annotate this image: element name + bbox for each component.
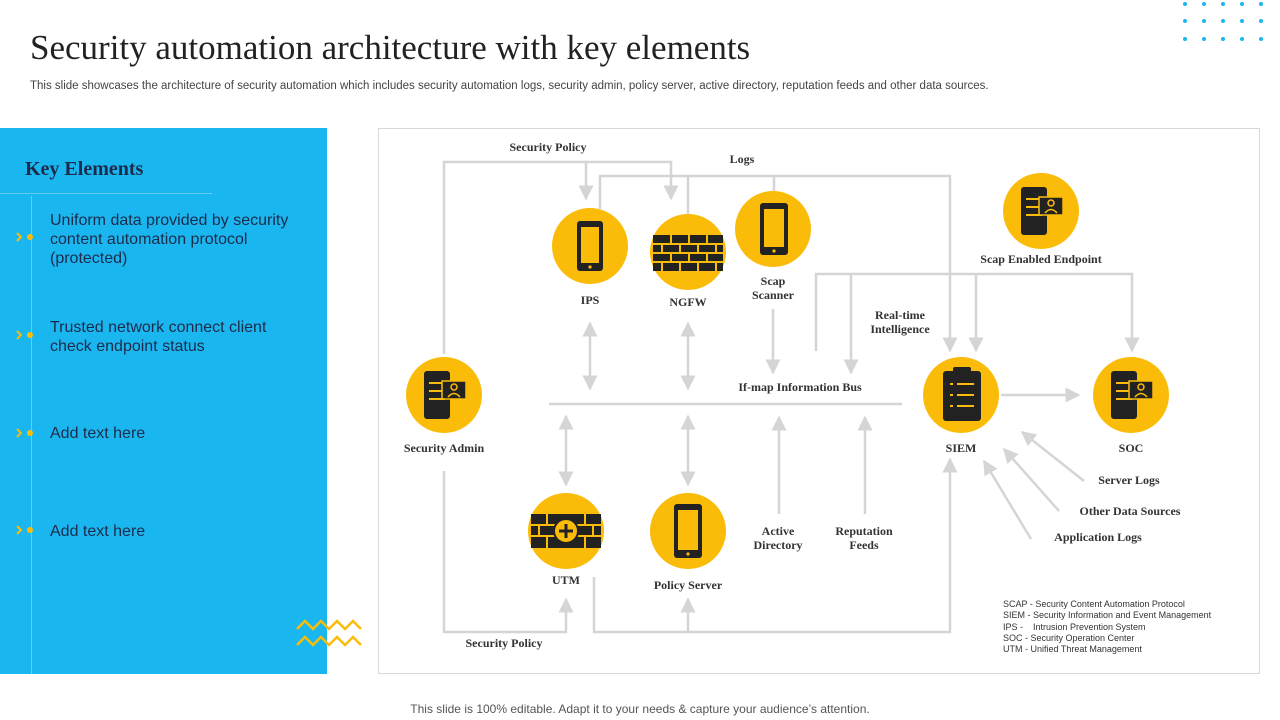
scap-scanner-node: [735, 191, 811, 267]
security-admin-node: [406, 357, 482, 433]
utm-label: UTM: [552, 573, 580, 587]
key-element-item: Trusted network connect client check end…: [50, 319, 267, 355]
utm-node: [528, 493, 604, 569]
tablet-icon: [760, 203, 788, 255]
legend-item: SOC - Security Operation Center: [1003, 632, 1135, 643]
security-policy-bottom-label: Security Policy: [465, 636, 543, 650]
chevron-bullet-icon: [15, 523, 37, 542]
ips-label: IPS: [580, 293, 600, 307]
device-user-icon: [1021, 187, 1064, 235]
legend-item: SCAP - Security Content Automation Proto…: [1003, 599, 1185, 609]
ngfw-label: NGFW: [669, 295, 707, 309]
scap-scanner-label: Scap Scanner: [752, 274, 794, 302]
legend-item: IPS - Intrusion Prevention System: [1003, 621, 1146, 632]
key-element-item: Add text here: [50, 425, 146, 442]
siem-node: [923, 357, 999, 433]
legend-item: SIEM - Security Information and Event Ma…: [1003, 610, 1212, 621]
soc-node: [1093, 357, 1169, 433]
clipboard-checklist-icon: [943, 367, 981, 421]
key-elements-heading: Key Elements: [25, 158, 144, 180]
zigzag-decoration: [296, 619, 362, 647]
key-element-item: Uniform data provided by security conten…: [50, 212, 289, 267]
scap-endpoint-label: Scap Enabled Endpoint: [980, 252, 1102, 266]
security-admin-label: Security Admin: [403, 441, 485, 455]
key-element-item: Add text here: [50, 523, 146, 540]
legend-item: UTM - Unified Threat Management: [1003, 644, 1142, 655]
firewall-icon: [653, 235, 723, 271]
device-user-icon: [424, 371, 467, 419]
security-policy-top-label: Security Policy: [509, 140, 587, 154]
key-elements-panel: [0, 128, 327, 674]
device-user-icon: [1111, 371, 1154, 419]
siem-label: SIEM: [945, 441, 977, 455]
chevron-bullet-icon: [15, 328, 37, 347]
logs-label: Logs: [729, 152, 755, 166]
active-directory-label: Active Directory: [753, 524, 803, 552]
architecture-diagram: Security Policy Logs IPS NGFW Scap Scann…: [378, 128, 1260, 674]
soc-label: SOC: [1118, 441, 1144, 455]
other-data-sources-label: Other Data Sources: [1079, 504, 1181, 518]
slide-title: Security automation architecture with ke…: [30, 28, 751, 67]
ngfw-node: [650, 214, 726, 290]
panel-divider: [0, 193, 212, 194]
realtime-intelligence-label: Real-time Intelligence: [870, 308, 930, 336]
slide-subtitle: This slide showcases the architecture of…: [30, 80, 989, 92]
decorative-dots: [1183, 2, 1263, 41]
chevron-bullet-icon: [15, 426, 37, 445]
application-logs-label: Application Logs: [1054, 530, 1142, 544]
ips-node: [552, 208, 628, 284]
firewall-shield-icon: [531, 514, 601, 548]
slide-footer: This slide is 100% editable. Adapt it to…: [410, 702, 870, 716]
abbreviation-legend: SCAP - Security Content Automation Proto…: [1003, 599, 1211, 655]
server-logs-label: Server Logs: [1098, 473, 1160, 487]
policy-server-node: [650, 493, 726, 569]
diagram-connectors: [406, 160, 1169, 634]
smartphone-icon: [577, 221, 603, 271]
scap-endpoint-node: [1003, 173, 1079, 249]
reputation-feeds-label: Reputation Feeds: [835, 524, 893, 552]
policy-server-label: Policy Server: [653, 578, 723, 592]
smartphone-icon: [674, 504, 702, 558]
ifmap-bus-label: If-map Information Bus: [738, 380, 862, 394]
chevron-bullet-icon: [15, 230, 37, 249]
